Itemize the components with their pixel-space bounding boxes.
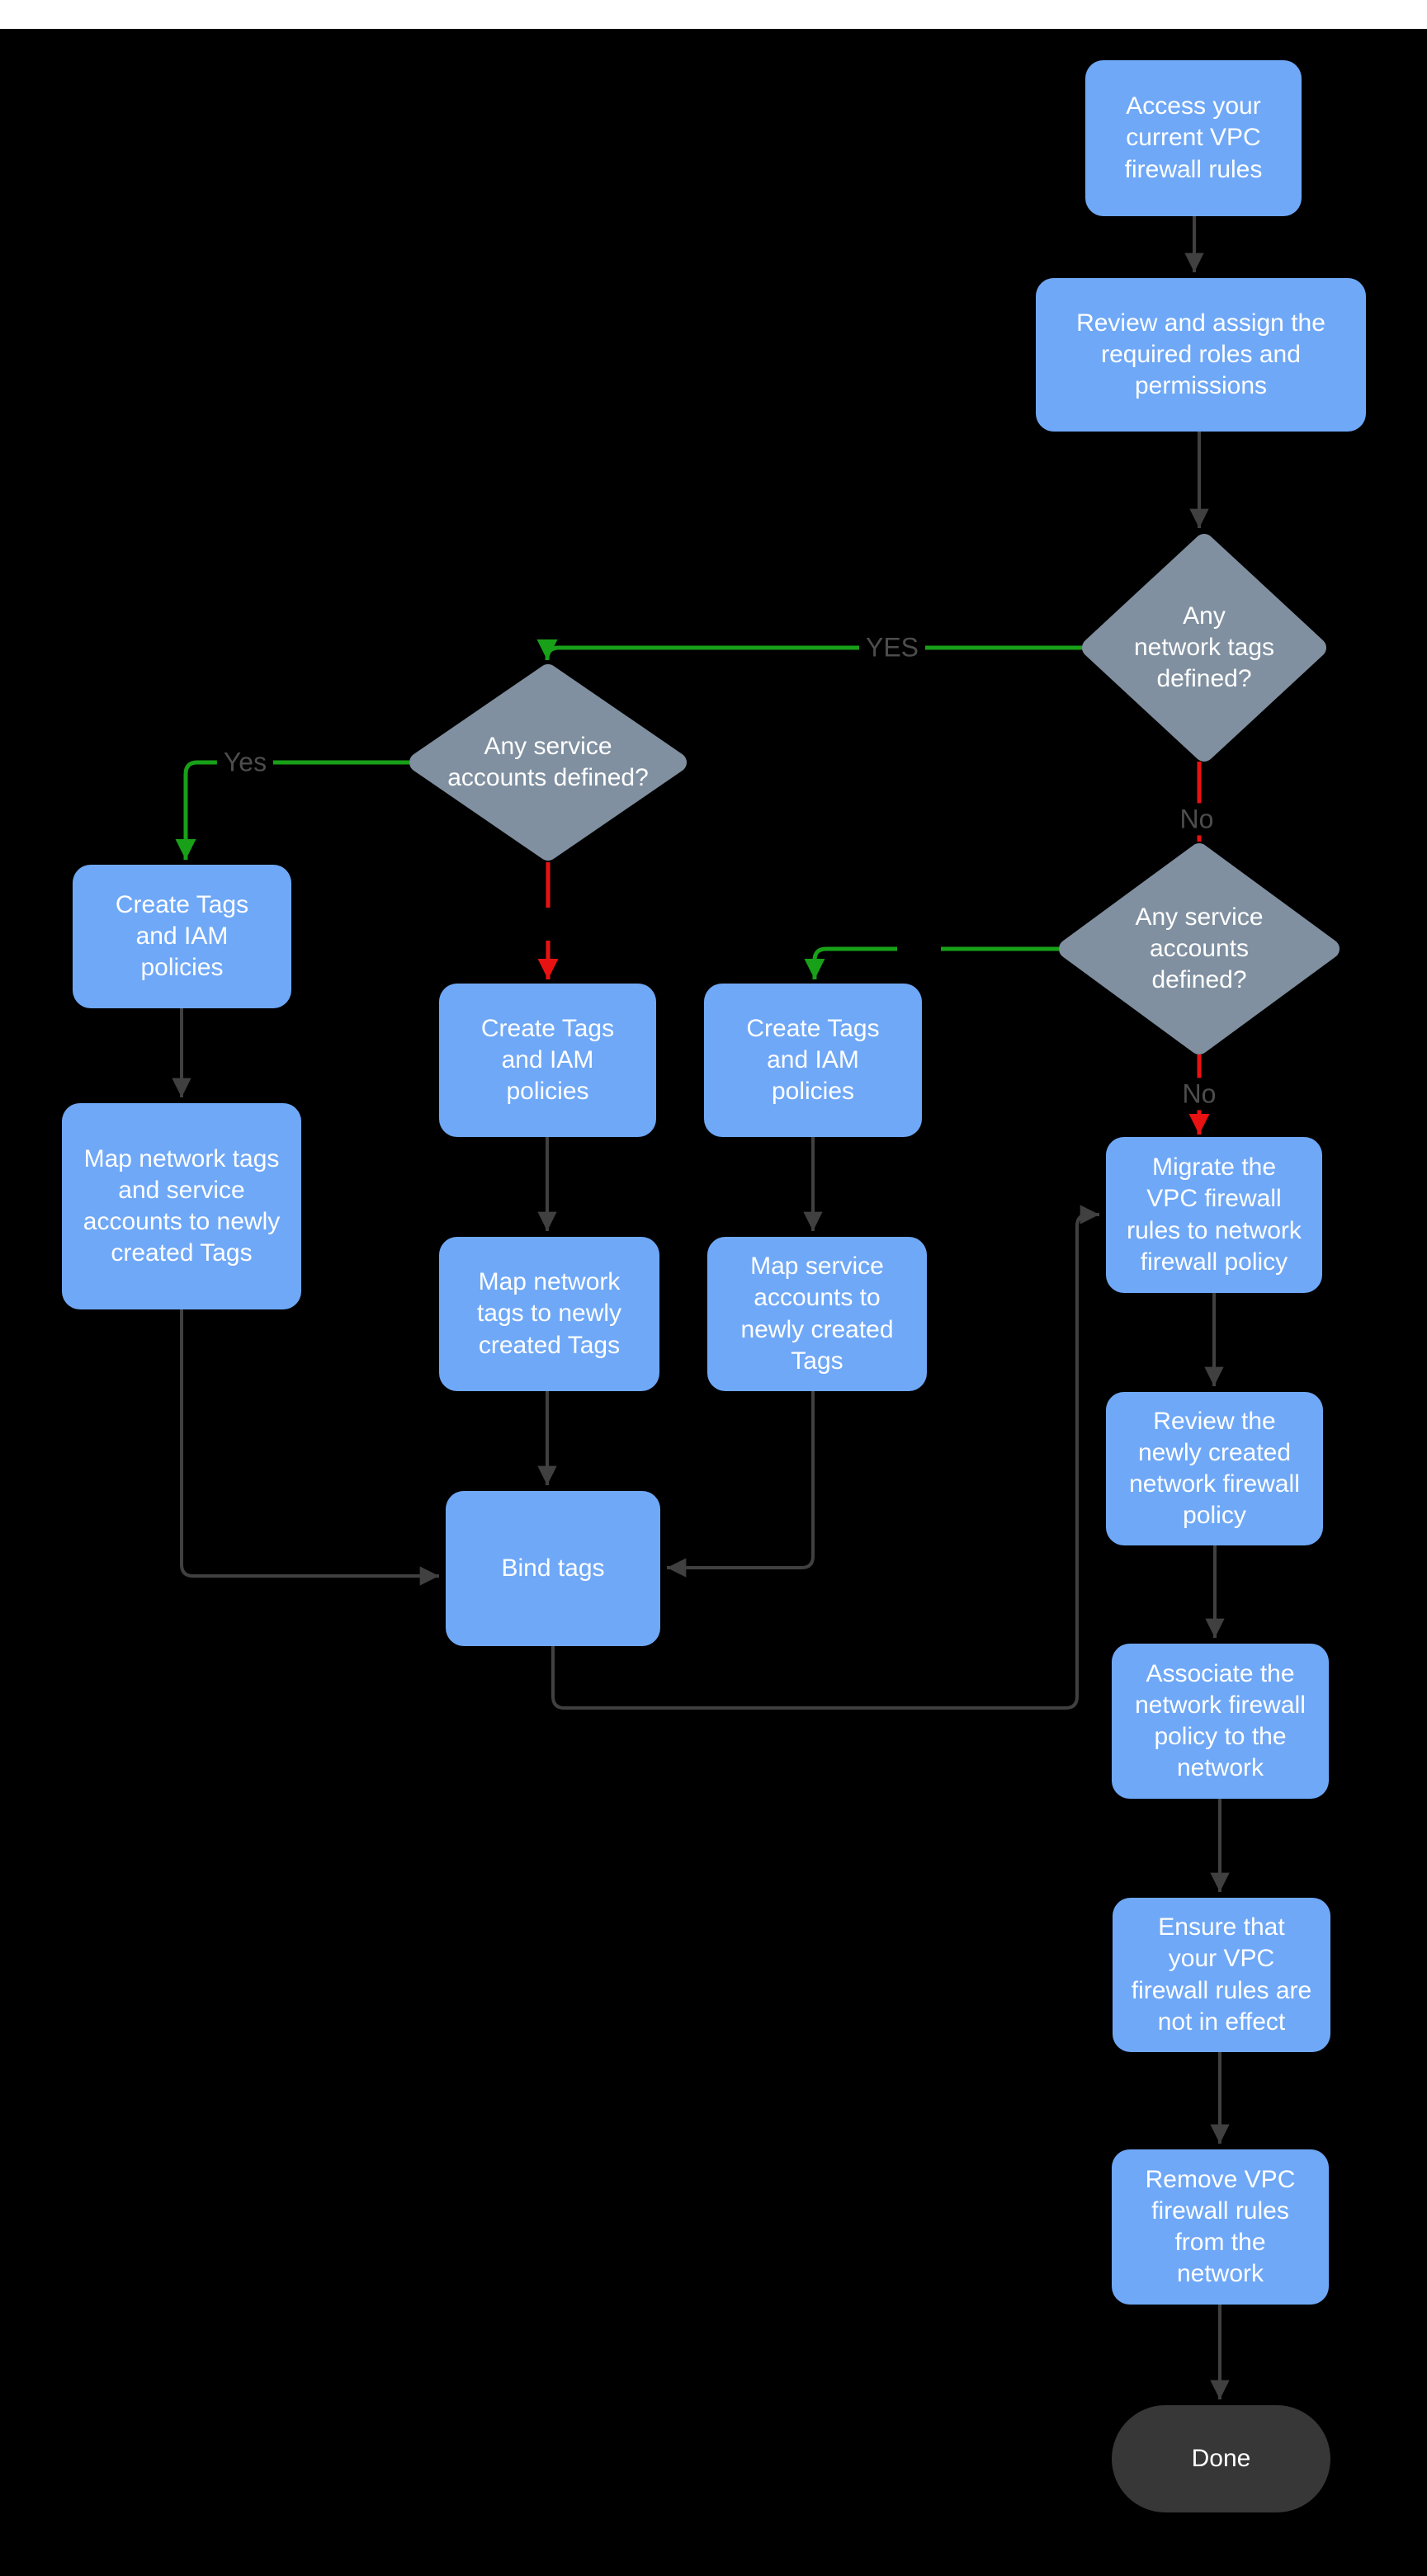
network-tags-diamond-shape xyxy=(1082,534,1326,762)
migrate-box-shape xyxy=(1106,1137,1322,1293)
process-boxes xyxy=(62,60,1366,2305)
map-left-box-shape xyxy=(62,1103,301,1309)
edge-map-right-to-bind xyxy=(667,1391,815,1578)
top-white-strip xyxy=(0,0,1427,29)
ensure-box-shape xyxy=(1113,1898,1330,2052)
map-right-box-shape xyxy=(707,1237,927,1391)
no-first-edge-label: No xyxy=(1173,803,1221,836)
associate-box-shape xyxy=(1112,1644,1329,1799)
service-accounts-right-diamond-shape xyxy=(1059,843,1340,1054)
create-tags-left-box-shape xyxy=(73,865,291,1008)
edge-yes-network-tags-to-left-decision xyxy=(536,639,1083,660)
remove-box-shape xyxy=(1112,2149,1329,2305)
yes-upper-edge-label: YES xyxy=(858,631,926,664)
decision-diamonds xyxy=(409,534,1340,1054)
no-second-edge-label: No xyxy=(1175,1078,1223,1111)
done-terminal-shape xyxy=(1112,2405,1330,2512)
review-policy-box-shape xyxy=(1106,1392,1323,1545)
review-roles-box-shape xyxy=(1036,278,1366,432)
gray-connectors xyxy=(172,216,1230,2399)
edge-map-left-to-bind xyxy=(180,1309,439,1586)
edge-bind-to-migrate xyxy=(551,1205,1099,1710)
create-tags-mid-box-shape xyxy=(439,984,656,1137)
create-tags-right-box-shape xyxy=(704,984,922,1137)
edge-yes-right-decision-to-create-right xyxy=(804,946,897,979)
service-accounts-left-diamond-shape xyxy=(409,664,687,861)
bind-tags-box-shape xyxy=(446,1491,660,1646)
edge-yes-left-decision-to-create-left xyxy=(175,760,409,860)
yes-left-edge-label: Yes xyxy=(216,746,274,779)
map-mid-box-shape xyxy=(439,1237,659,1391)
green-yes-connectors xyxy=(175,639,1083,979)
start-box-shape xyxy=(1085,60,1302,216)
